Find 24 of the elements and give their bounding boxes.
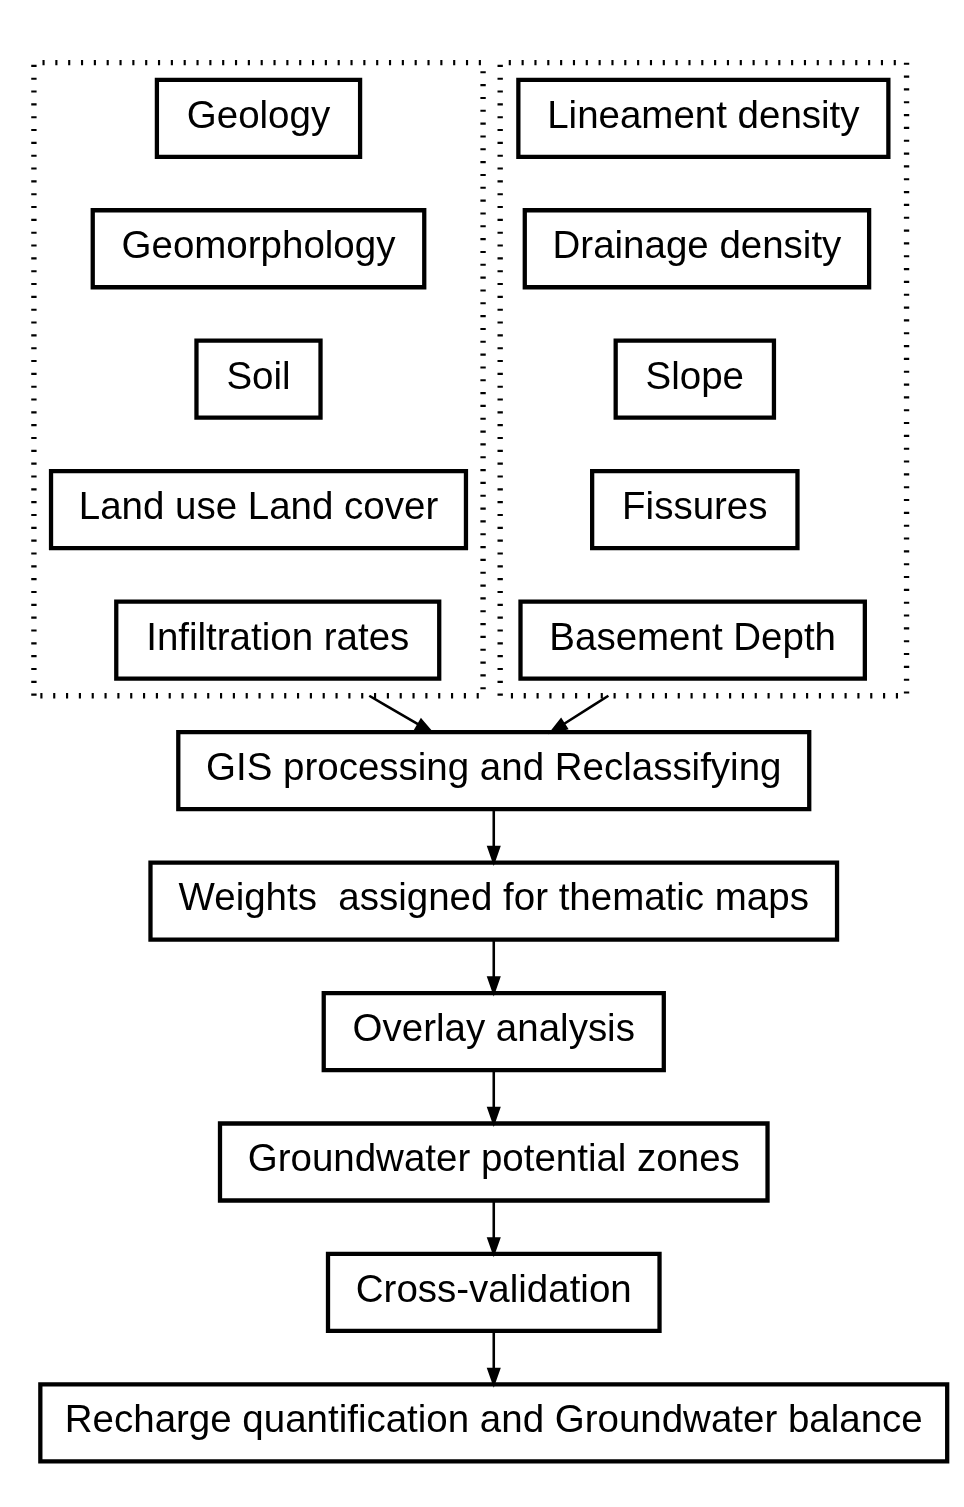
node-box: Geology — [154, 77, 363, 159]
arrow — [486, 1331, 501, 1388]
node-box: Groundwater potential zones — [217, 1121, 770, 1203]
cluster — [497, 60, 910, 699]
node-box: Basement Depth — [518, 599, 867, 681]
node-box: Recharge quantification and Groundwater balance — [38, 1382, 950, 1464]
arrow — [486, 1200, 501, 1258]
node-box: Overlay analysis — [321, 990, 666, 1073]
arrow — [486, 809, 501, 866]
node-box: Soil — [194, 338, 323, 420]
node-box: Land use Land cover — [48, 469, 469, 551]
node-box: Weights assigned for thematic maps — [148, 860, 840, 942]
node-box: Infiltration rates — [114, 599, 442, 681]
node-box: Drainage density — [522, 208, 872, 290]
arrow — [486, 1070, 501, 1127]
node-box: Slope — [613, 338, 777, 420]
arrow — [486, 939, 501, 997]
node-box: Geomorphology — [90, 208, 427, 290]
node-box: GIS processing and Reclassifying — [176, 729, 812, 812]
node-box: Fissures — [590, 469, 800, 551]
cluster — [31, 60, 486, 699]
node-box: Cross-validation — [325, 1251, 662, 1334]
arrow — [547, 694, 610, 735]
node-box: Lineament density — [516, 77, 891, 159]
